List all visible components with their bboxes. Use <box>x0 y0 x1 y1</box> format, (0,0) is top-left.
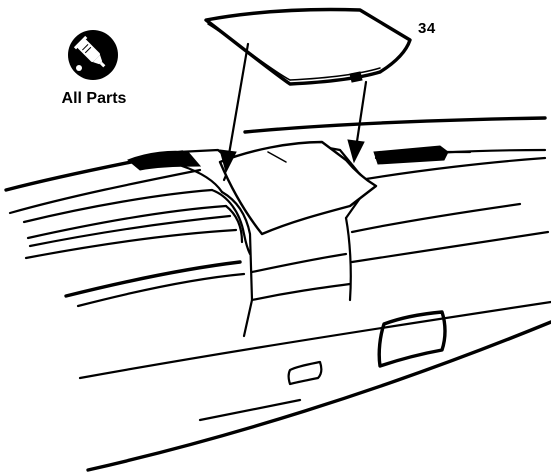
window-band <box>22 188 252 308</box>
glue-badge <box>68 30 118 80</box>
small-window <box>287 360 323 386</box>
step-number: 34 <box>418 20 436 37</box>
placement-arrows <box>219 42 368 174</box>
roof-panel-part <box>204 7 412 86</box>
roof-panel-installed <box>218 140 378 236</box>
access-hatch <box>377 310 447 368</box>
glue-tube-icon <box>73 35 106 71</box>
glue-badge-label: All Parts <box>61 90 127 107</box>
lower-body <box>78 202 551 472</box>
